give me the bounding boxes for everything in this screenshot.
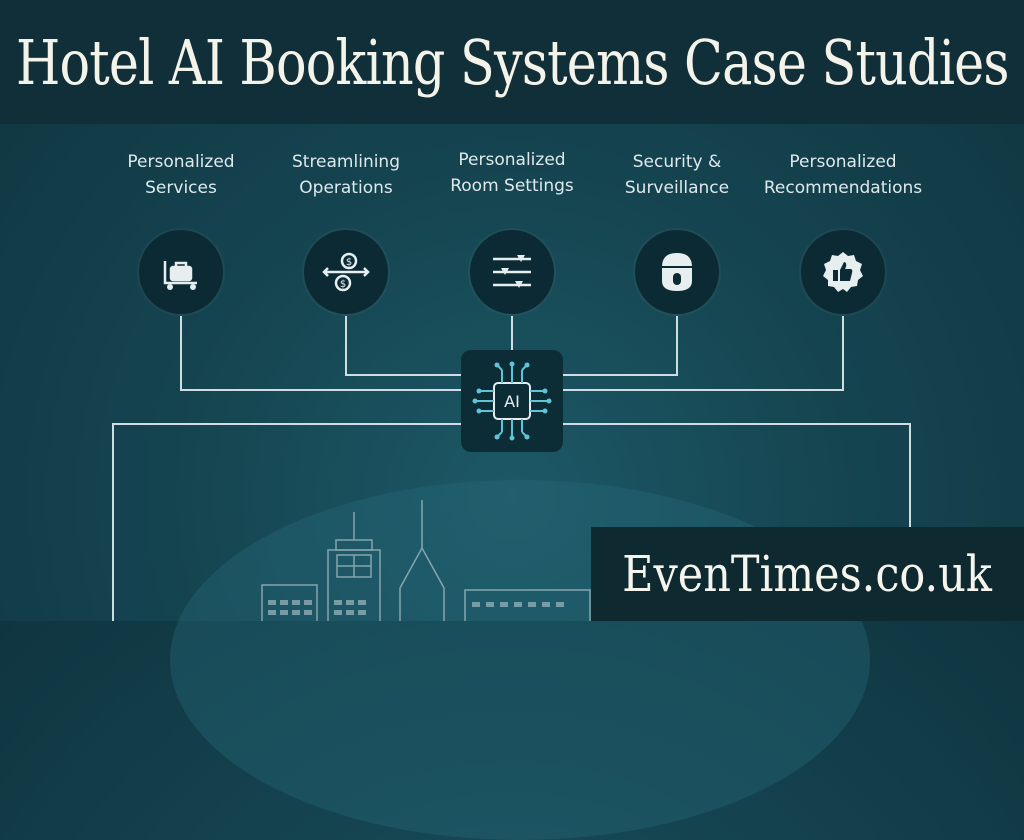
feature-security-surveillance: Security & Surveillance	[602, 148, 752, 314]
ai-hub: AI	[461, 350, 563, 452]
title-bar: Hotel AI Booking Systems Case Studies	[0, 0, 1024, 124]
feature-icon-circle: $ $	[304, 230, 388, 314]
feature-label: Personalized Recommendations	[763, 152, 923, 198]
feature-label: Personalized Room Settings	[450, 150, 574, 196]
svg-text:$: $	[346, 257, 352, 268]
sliders-icon	[493, 255, 531, 288]
thumbs-up-badge-icon	[823, 252, 863, 292]
frame-left	[112, 423, 461, 621]
feature-icon-circle	[635, 230, 719, 314]
svg-text:$: $	[340, 279, 346, 290]
connector-security	[563, 316, 678, 376]
ai-chip-icon	[472, 361, 552, 441]
feature-icon-circle	[470, 230, 554, 314]
watermark-text: EvenTimes.co.uk	[622, 545, 993, 603]
feature-icon-circle	[801, 230, 885, 314]
feature-label: Streamlining Operations	[291, 152, 401, 198]
ai-hub-label: AI	[504, 391, 520, 411]
feature-icon-circle	[139, 230, 223, 314]
connector-services	[180, 316, 461, 391]
feature-personalized-room-settings: Personalized Room Settings	[437, 146, 587, 314]
luggage-cart-icon	[163, 261, 197, 290]
page-title: Hotel AI Booking Systems Case Studies	[15, 25, 1010, 99]
feature-streamlining-operations: Streamlining Operations $ $	[271, 148, 421, 314]
feature-label: Security & Surveillance	[624, 152, 730, 198]
feature-personalized-recommendations: Personalized Recommendations	[763, 148, 923, 314]
gears-exchange-icon: $ $	[322, 252, 370, 292]
watermark: EvenTimes.co.uk	[591, 527, 1024, 621]
connector-operations	[345, 316, 461, 376]
connector-recommendations	[563, 316, 844, 391]
security-camera-icon	[662, 253, 692, 291]
city-skyline	[261, 500, 696, 621]
feature-label: Personalized Services	[127, 152, 235, 198]
feature-personalized-services: Personalized Services	[106, 148, 256, 314]
